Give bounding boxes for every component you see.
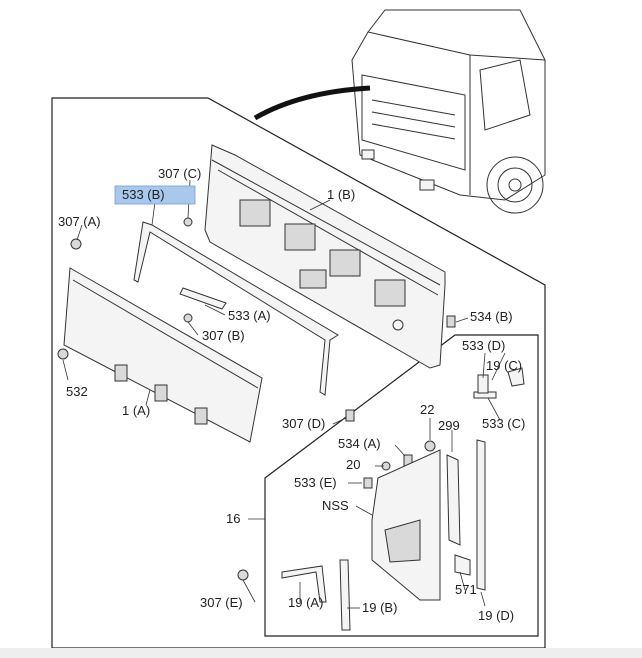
label-20: 20 xyxy=(346,457,360,472)
diagram-frame xyxy=(51,97,546,649)
label-307b: 307 (B) xyxy=(202,328,245,343)
label-16: 16 xyxy=(226,511,240,526)
strip-533b xyxy=(133,221,339,396)
strip-533a xyxy=(179,287,227,310)
strip-19a xyxy=(281,565,327,603)
label-19d: 19 (D) xyxy=(478,608,514,623)
label-534a: 534 (A) xyxy=(338,436,381,451)
label-533a: 533 (A) xyxy=(228,308,271,323)
label-307c: 307 (C) xyxy=(158,166,201,181)
clips-533-c-d xyxy=(473,367,525,399)
label-533d: 533 (D) xyxy=(462,338,505,353)
label-nss: NSS xyxy=(322,498,349,513)
label-1b: 1 (B) xyxy=(327,187,355,202)
label-533b: 533 (B) xyxy=(122,187,165,202)
label-22: 22 xyxy=(420,402,434,417)
bottom-strip xyxy=(0,648,642,658)
label-534b: 534 (B) xyxy=(470,309,513,324)
label-19a: 19 (A) xyxy=(288,595,323,610)
fasteners xyxy=(57,217,456,581)
label-533c: 533 (C) xyxy=(482,416,525,431)
rubber-strip-19d xyxy=(476,439,486,591)
label-307d: 307 (D) xyxy=(282,416,325,431)
label-299: 299 xyxy=(438,418,460,433)
callout-labels: 307 (C) 533 (B) 1 (B) 307 (A) 533 (A) 30… xyxy=(58,166,525,623)
label-19b: 19 (B) xyxy=(362,600,397,615)
strip-19b xyxy=(339,559,351,631)
label-532: 532 xyxy=(66,384,88,399)
part-299 xyxy=(446,454,461,546)
truck-illustration xyxy=(253,9,546,214)
upper-panel-1b xyxy=(204,144,446,369)
label-533e: 533 (E) xyxy=(294,475,337,490)
label-307e: 307 (E) xyxy=(200,595,243,610)
label-19c: 19 (C) xyxy=(486,358,522,373)
bracket-571 xyxy=(454,554,471,576)
highlight-533b xyxy=(114,185,196,205)
label-307a: 307 (A) xyxy=(58,214,101,229)
grille-panel-1a xyxy=(63,267,263,443)
label-1a: 1 (A) xyxy=(122,403,150,418)
label-571: 571 xyxy=(455,582,477,597)
